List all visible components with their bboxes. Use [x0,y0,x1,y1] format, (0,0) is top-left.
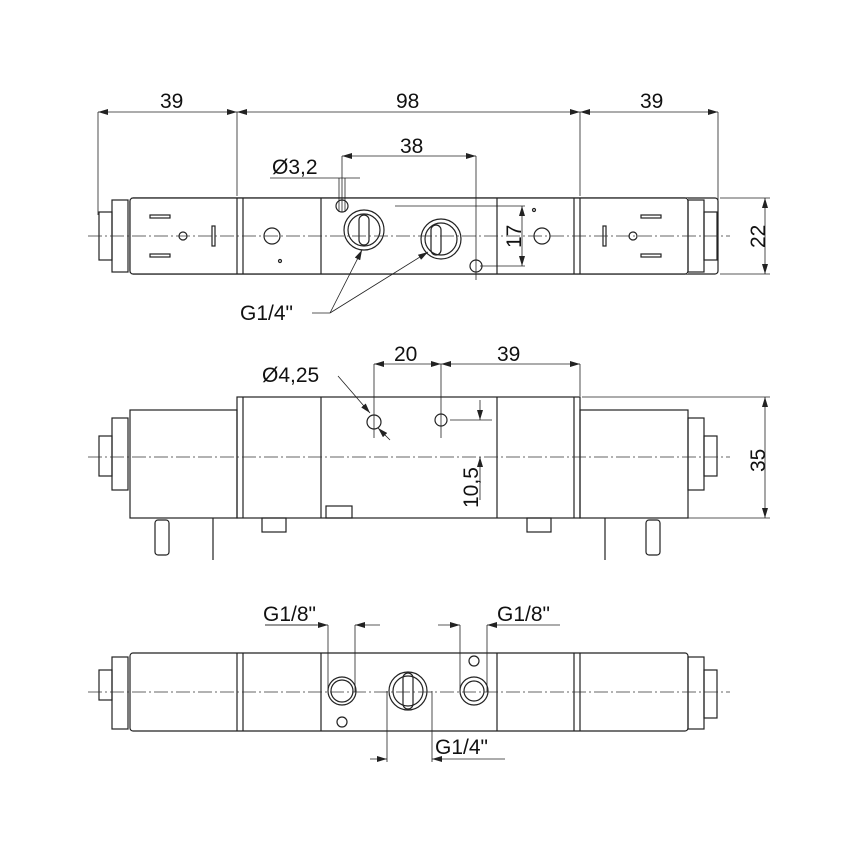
dim-hole-dia: Ø4,25 [262,364,319,387]
dim-height: 22 [747,225,770,248]
dim-port-pitch: 17 [503,225,526,248]
dim-port-spacing: 38 [400,135,423,158]
dim-mount-hole: Ø3,2 [272,156,318,179]
valve-body [236,396,581,519]
dim-height: 35 [747,449,770,472]
coil-left [129,409,238,519]
port-left-label: G1/8" [263,603,316,626]
dim-right-coil: 39 [640,90,663,113]
port-label: G1/4" [240,302,293,325]
dim-hole-height: 10,5 [460,467,483,508]
top-view: 39 98 39 38 Ø3,2 17 22 G1/4" [88,90,770,325]
dim-hole-offset: 39 [497,343,520,366]
port-center-label: G1/4" [435,736,488,759]
dim-body-length: 98 [396,90,419,113]
front-view: 20 39 Ø4,25 10,5 35 [88,343,770,560]
port-right-label: G1/8" [497,603,550,626]
coil-right [579,409,689,519]
dim-hole-spacing: 20 [394,343,417,366]
bottom-view: G1/8" G1/8" G1/4" [88,603,730,762]
dim-left-coil: 39 [160,90,183,113]
